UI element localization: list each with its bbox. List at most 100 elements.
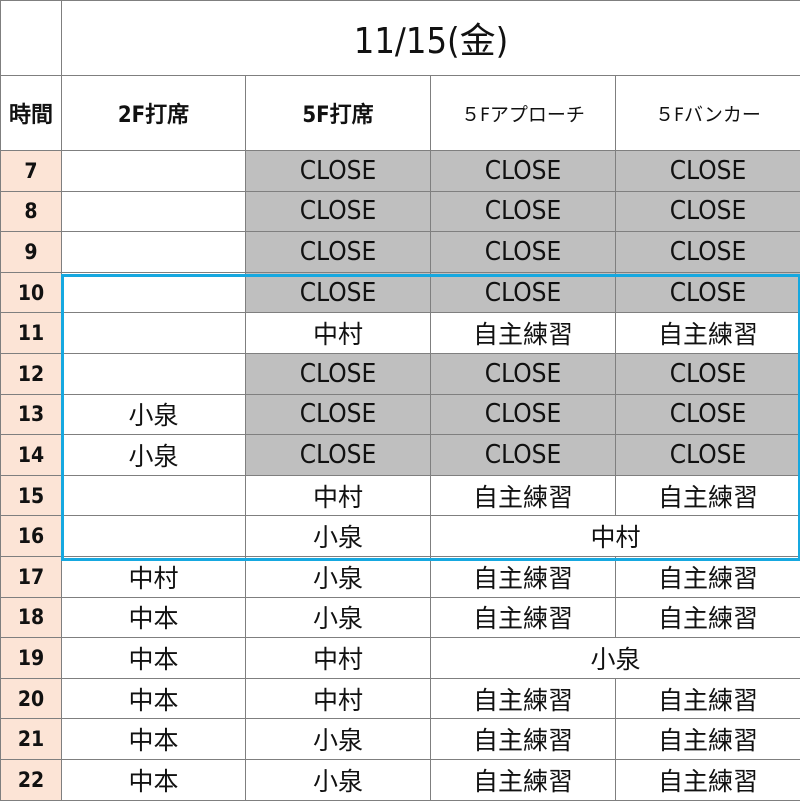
cell-5f-bay: 小泉 [246, 759, 431, 800]
cell-5f-bay: 小泉 [246, 597, 431, 638]
cell-2f-bay [62, 232, 246, 273]
column-header-5f-bay: 5F打席 [246, 76, 431, 151]
cell-5f-bunker: CLOSE [616, 353, 800, 394]
cell-5f-bay: CLOSE [246, 353, 431, 394]
cell-5f-bay: CLOSE [246, 394, 431, 435]
hour-cell: 18 [1, 597, 62, 638]
hour-cell: 9 [1, 232, 62, 273]
hour-cell: 12 [1, 353, 62, 394]
corner-cell [1, 1, 62, 76]
hour-cell: 14 [1, 435, 62, 476]
cell-2f-bay [62, 475, 246, 516]
cell-2f-bay [62, 272, 246, 313]
cell-5f-bay: 中村 [246, 678, 431, 719]
cell-5f-approach: CLOSE [431, 435, 616, 476]
cell-5f-bay: CLOSE [246, 435, 431, 476]
cell-5f-bay: 中村 [246, 475, 431, 516]
hour-cell: 13 [1, 394, 62, 435]
hour-cell: 22 [1, 759, 62, 800]
cell-2f-bay [62, 353, 246, 394]
cell-5f-bunker: CLOSE [616, 272, 800, 313]
cell-5f-approach-bunker-merged: 小泉 [431, 638, 800, 679]
date-row: 11/15(金) [1, 1, 800, 76]
cell-5f-bunker: 自主練習 [616, 313, 800, 354]
cell-5f-bay: 中村 [246, 638, 431, 679]
time-header: 時間 [1, 76, 62, 151]
cell-5f-approach: 自主練習 [431, 759, 616, 800]
hour-cell: 10 [1, 272, 62, 313]
cell-5f-bay: 中村 [246, 313, 431, 354]
cell-5f-approach: CLOSE [431, 232, 616, 273]
column-header-5f-approach: ５Fアプローチ [431, 76, 616, 151]
cell-5f-bay: 小泉 [246, 556, 431, 597]
cell-2f-bay: 小泉 [62, 435, 246, 476]
cell-5f-bunker: CLOSE [616, 394, 800, 435]
cell-2f-bay: 小泉 [62, 394, 246, 435]
cell-5f-bunker: 自主練習 [616, 719, 800, 760]
cell-5f-approach: 自主練習 [431, 313, 616, 354]
cell-5f-bay: CLOSE [246, 191, 431, 232]
cell-5f-bay: CLOSE [246, 232, 431, 273]
cell-5f-bunker: 自主練習 [616, 556, 800, 597]
cell-5f-bunker: CLOSE [616, 151, 800, 192]
cell-5f-approach: CLOSE [431, 394, 616, 435]
cell-2f-bay [62, 191, 246, 232]
cell-2f-bay: 中村 [62, 556, 246, 597]
time-row: 16 小泉中村 [1, 516, 800, 557]
cell-5f-bunker: 自主練習 [616, 759, 800, 800]
cell-2f-bay [62, 313, 246, 354]
hour-cell: 7 [1, 151, 62, 192]
cell-2f-bay: 中本 [62, 597, 246, 638]
cell-5f-bunker: CLOSE [616, 435, 800, 476]
cell-2f-bay [62, 151, 246, 192]
cell-5f-bunker: 自主練習 [616, 597, 800, 638]
cell-5f-approach: CLOSE [431, 191, 616, 232]
cell-5f-bay: 小泉 [246, 719, 431, 760]
date-title: 11/15(金) [62, 1, 800, 76]
cell-5f-approach: CLOSE [431, 353, 616, 394]
cell-5f-bunker: 自主練習 [616, 678, 800, 719]
cell-2f-bay: 中本 [62, 759, 246, 800]
hour-cell: 15 [1, 475, 62, 516]
cell-5f-approach: 自主練習 [431, 719, 616, 760]
cell-5f-bunker: 自主練習 [616, 475, 800, 516]
cell-5f-approach: 自主練習 [431, 556, 616, 597]
cell-5f-approach: 自主練習 [431, 475, 616, 516]
cell-5f-bunker: CLOSE [616, 232, 800, 273]
column-header-2f-bay: 2F打席 [62, 76, 246, 151]
hour-cell: 17 [1, 556, 62, 597]
hour-cell: 16 [1, 516, 62, 557]
cell-5f-approach: 自主練習 [431, 678, 616, 719]
hour-cell: 20 [1, 678, 62, 719]
cell-5f-bay: CLOSE [246, 272, 431, 313]
hour-cell: 19 [1, 638, 62, 679]
cell-2f-bay: 中本 [62, 678, 246, 719]
cell-5f-bay: CLOSE [246, 151, 431, 192]
cell-2f-bay: 中本 [62, 719, 246, 760]
cell-5f-approach: 自主練習 [431, 597, 616, 638]
cell-5f-approach-bunker-merged: 中村 [431, 516, 800, 557]
cell-5f-approach: CLOSE [431, 272, 616, 313]
cell-5f-bay: 小泉 [246, 516, 431, 557]
header-row: 時間 2F打席 5F打席 ５Fアプローチ ５Fバンカー [1, 76, 800, 151]
hour-cell: 11 [1, 313, 62, 354]
cell-2f-bay [62, 516, 246, 557]
hour-cell: 21 [1, 719, 62, 760]
